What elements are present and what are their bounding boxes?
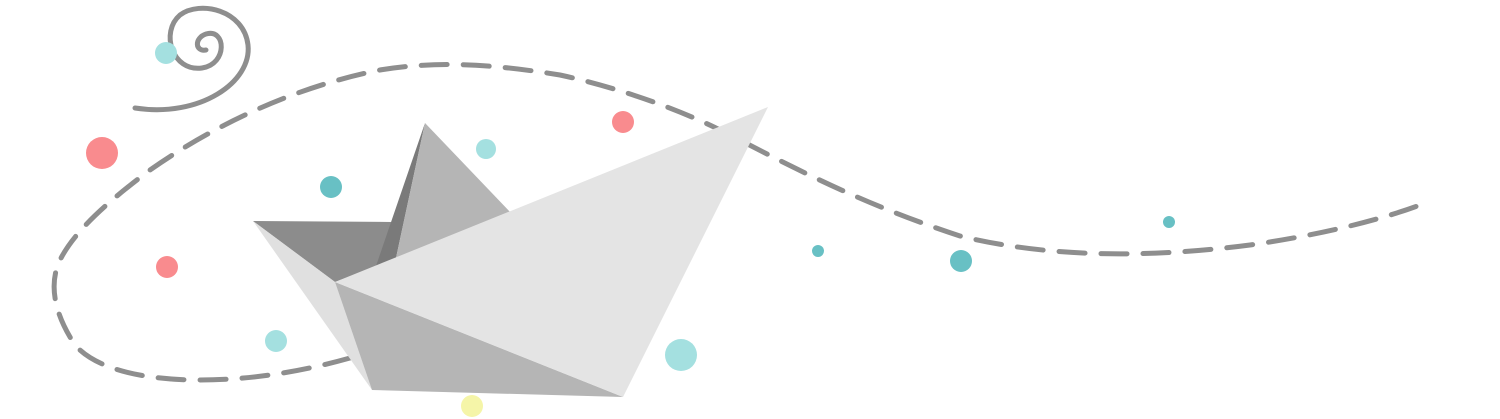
dot (612, 111, 634, 133)
dot (476, 139, 496, 159)
dashed-trail (51, 62, 1423, 383)
dot (461, 395, 483, 417)
paper-boat (253, 107, 768, 397)
dot (155, 42, 177, 64)
confetti-dots (86, 42, 1175, 417)
boat-front-side (335, 107, 768, 397)
boat-left-side (253, 221, 372, 390)
boat-back-flap (253, 221, 392, 282)
dot (950, 250, 972, 272)
dot (265, 330, 287, 352)
dot (1163, 216, 1175, 228)
dot (320, 176, 342, 198)
boat-sail-shadow (376, 123, 425, 266)
dot (156, 256, 178, 278)
dot (812, 245, 824, 257)
spiral-swirl (132, 5, 251, 113)
dot (665, 339, 697, 371)
dot (86, 137, 118, 169)
